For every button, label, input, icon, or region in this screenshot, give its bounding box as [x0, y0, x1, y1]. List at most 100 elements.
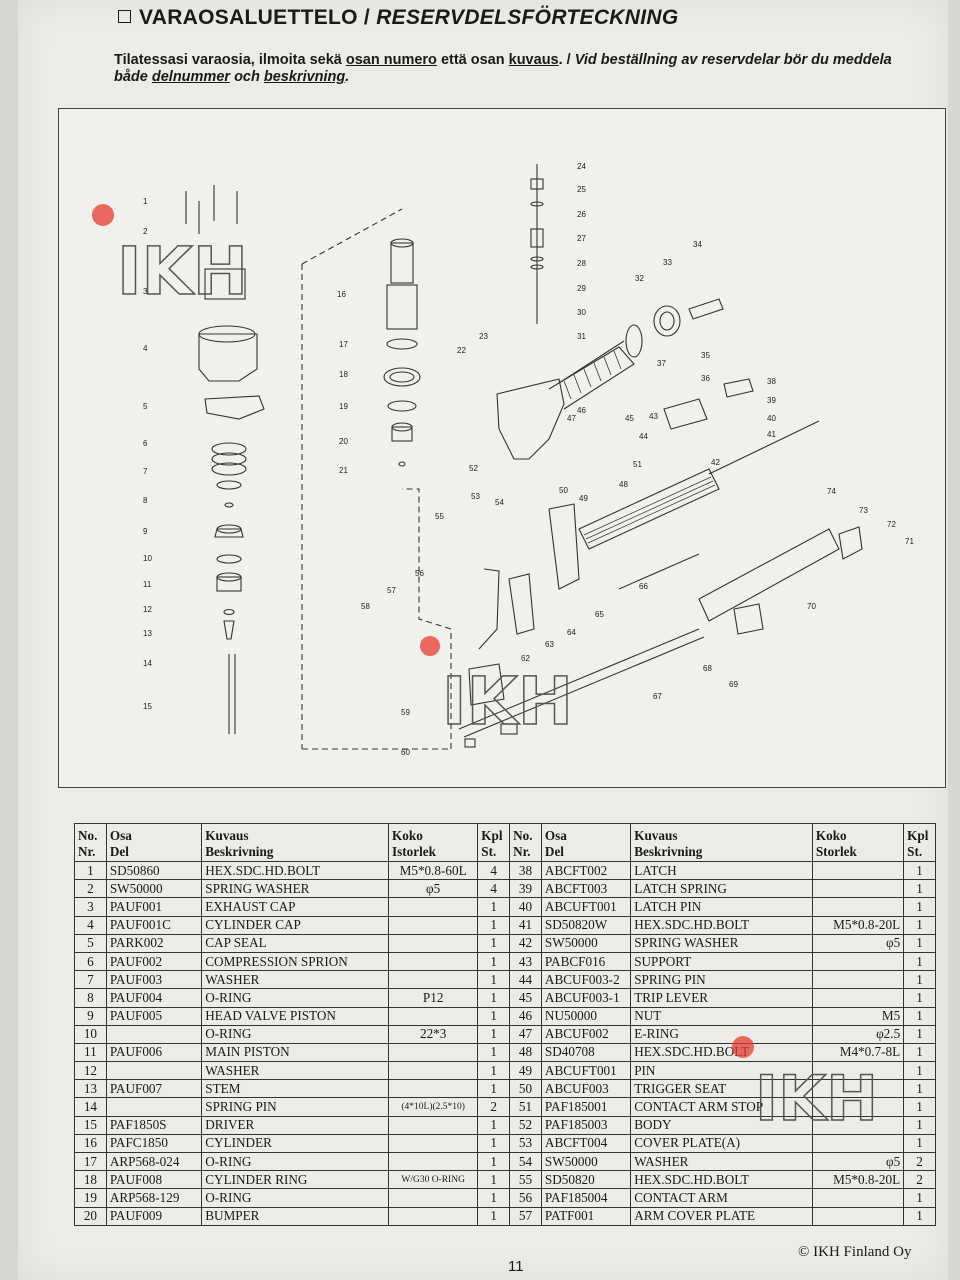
- part-code-cell: PAUF001C: [105, 915, 203, 935]
- quantity-cell: 1: [477, 1170, 511, 1190]
- part-code-cell: PAFC1850: [105, 1133, 203, 1154]
- description-cell: COMPRESSION SPRION: [201, 951, 390, 972]
- callout-label-6: 6: [143, 439, 148, 448]
- description-cell: CYLINDER: [201, 1133, 390, 1154]
- callout-label-64: 64: [567, 628, 576, 637]
- part-number-cell: 45: [509, 988, 542, 1008]
- quantity-cell: 4: [477, 879, 511, 899]
- size-cell: [388, 951, 479, 972]
- quantity-cell: 1: [477, 1206, 511, 1226]
- callout-label-4: 4: [143, 344, 148, 353]
- part-code-cell: SD40708: [540, 1042, 632, 1063]
- callout-label-52: 52: [469, 464, 478, 473]
- part-code-cell: SW50000: [540, 933, 632, 953]
- size-cell: [388, 1206, 479, 1226]
- callout-label-70: 70: [807, 602, 816, 611]
- part-number-cell: 54: [509, 1151, 542, 1172]
- quantity-cell: 1: [903, 1061, 936, 1081]
- callout-label-58: 58: [361, 602, 370, 611]
- callout-label-3: 3: [143, 287, 148, 296]
- callout-label-51: 51: [633, 460, 642, 469]
- part-number-cell: 56: [509, 1188, 542, 1208]
- part-code-cell: PAUF003: [105, 970, 203, 990]
- callout-label-13: 13: [143, 629, 152, 638]
- callout-label-60: 60: [401, 748, 410, 757]
- part-number-cell: 13: [74, 1079, 107, 1099]
- manual-page: VARAOSALUETTELO / RESERVDELSFÖRTECKNING …: [18, 0, 948, 1280]
- description-cell: CAP SEAL: [201, 933, 390, 953]
- callout-label-63: 63: [545, 640, 554, 649]
- callout-label-1: 1: [143, 197, 148, 206]
- quantity-cell: 1: [477, 1024, 511, 1044]
- part-number-cell: 51: [509, 1097, 542, 1117]
- size-cell: [388, 1133, 479, 1154]
- callout-label-65: 65: [595, 610, 604, 619]
- quantity-cell: 1: [903, 1079, 936, 1099]
- size-cell: W/G30 O-RING: [388, 1170, 479, 1190]
- part-code-cell: PAUF005: [105, 1006, 203, 1026]
- description-cell: DRIVER: [201, 1115, 390, 1135]
- part-code-cell: PAUF004: [105, 988, 203, 1008]
- quantity-cell: 1: [903, 1133, 936, 1154]
- description-cell: WASHER: [201, 1061, 390, 1081]
- callout-label-28: 28: [577, 259, 586, 268]
- quantity-cell: 1: [903, 915, 936, 935]
- quantity-cell: 1: [903, 860, 936, 881]
- part-number-cell: 5: [74, 933, 107, 953]
- part-number-cell: 4: [74, 915, 107, 935]
- description-cell: EXHAUST CAP: [201, 897, 390, 917]
- quantity-cell: 1: [903, 1115, 936, 1135]
- callout-label-71: 71: [905, 537, 914, 546]
- size-cell: M5*0.8-20L: [811, 1170, 905, 1190]
- part-code-cell: SD50820W: [540, 915, 632, 935]
- description-cell: CONTACT ARM: [630, 1188, 813, 1208]
- callout-label-72: 72: [887, 520, 896, 529]
- description-cell: COVER PLATE(A): [630, 1133, 813, 1154]
- size-cell: [811, 1133, 905, 1154]
- size-cell: [388, 1079, 479, 1099]
- part-code-cell: SD50820: [540, 1170, 632, 1190]
- part-number-cell: 8: [74, 988, 107, 1008]
- callout-label-23: 23: [479, 332, 488, 341]
- callout-label-29: 29: [577, 284, 586, 293]
- quantity-cell: 1: [477, 1188, 511, 1208]
- part-number-cell: 43: [509, 951, 542, 972]
- page-number: 11: [508, 1258, 524, 1275]
- size-cell: M4*0.7-8L: [811, 1042, 905, 1063]
- part-number-cell: 12: [74, 1061, 107, 1081]
- part-number-cell: 53: [509, 1133, 542, 1154]
- part-number-cell: 3: [74, 897, 107, 917]
- size-cell: [388, 915, 479, 935]
- callout-label-15: 15: [143, 702, 152, 711]
- part-number-cell: 49: [509, 1061, 542, 1081]
- description-cell: BODY: [630, 1115, 813, 1135]
- quantity-cell: 1: [903, 1206, 936, 1226]
- quantity-cell: 1: [903, 1042, 936, 1063]
- quantity-cell: 1: [477, 1079, 511, 1099]
- part-code-cell: PAF1850S: [105, 1115, 203, 1135]
- size-cell: φ5: [388, 879, 479, 899]
- watermark-logo-top: IKH: [117, 233, 248, 310]
- part-number-cell: 10: [74, 1024, 107, 1044]
- part-code-cell: ABCUFT001: [540, 1061, 632, 1081]
- callout-label-30: 30: [577, 308, 586, 317]
- description-cell: SPRING PIN: [201, 1097, 390, 1117]
- checkbox-icon: [118, 10, 131, 23]
- description-cell: HEX.SDC.HD.BOLT: [630, 915, 813, 935]
- size-cell: [811, 1079, 905, 1099]
- size-cell: M5*0.8-60L: [388, 860, 479, 881]
- size-cell: [388, 1006, 479, 1026]
